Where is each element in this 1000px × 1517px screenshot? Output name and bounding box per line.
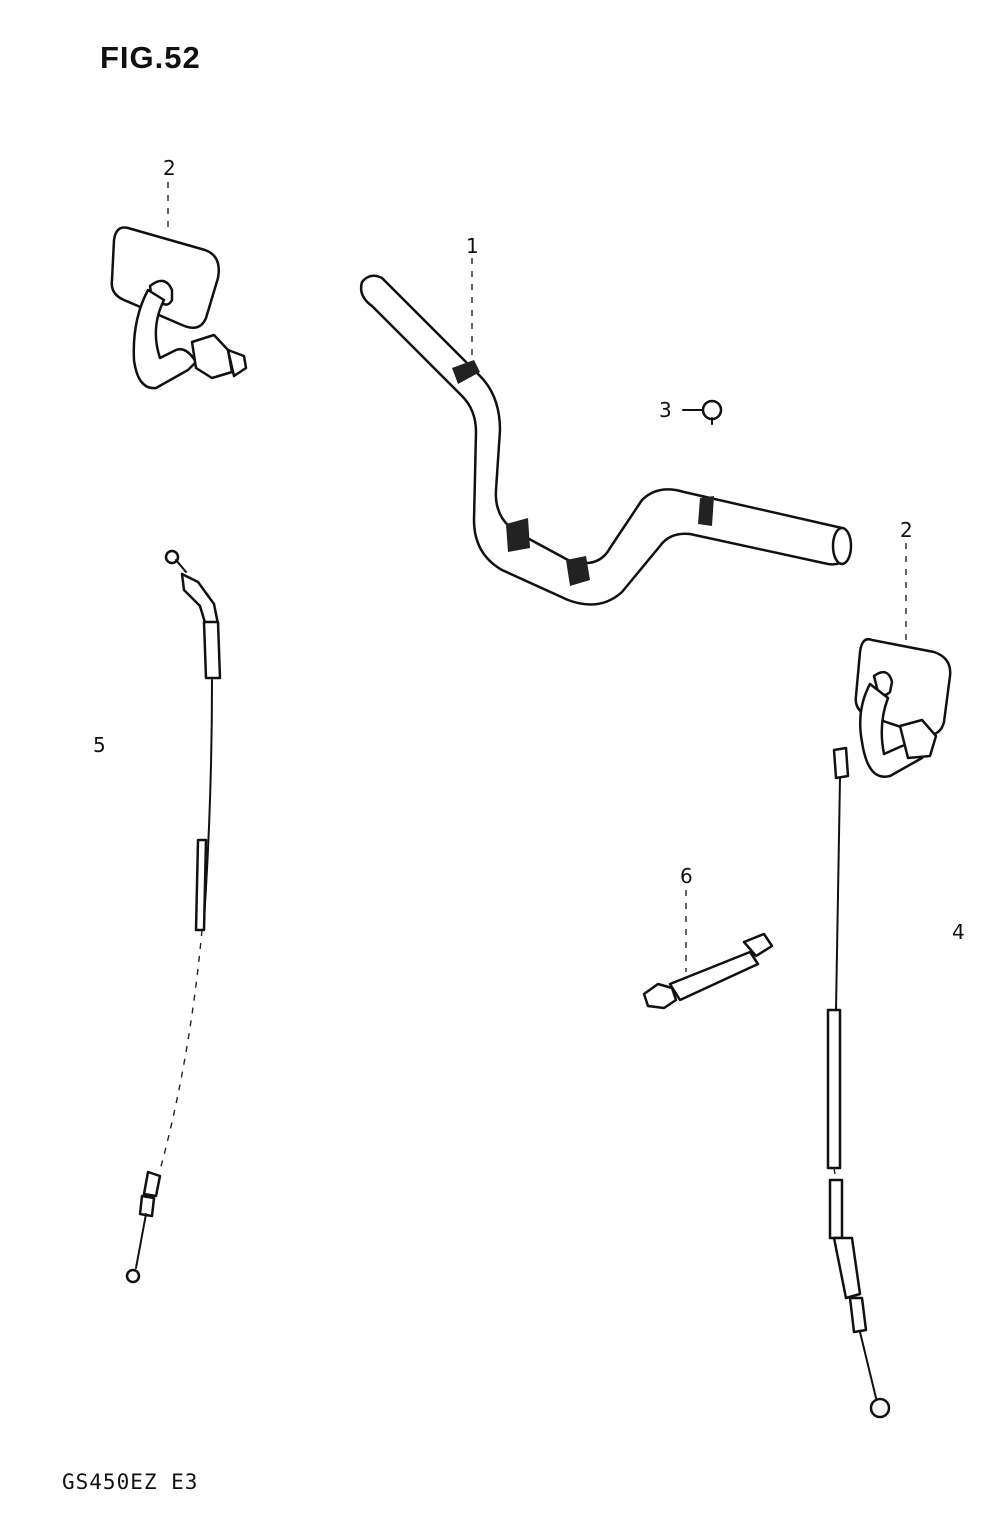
- cable-right: [826, 746, 891, 1419]
- bolt: [701, 399, 723, 425]
- leader-lines: [167, 182, 907, 972]
- mirror-left: [110, 226, 248, 390]
- callout-cable-right: 4: [952, 920, 965, 944]
- figure-title: FIG.52: [100, 40, 201, 75]
- callout-grip-switch: 6: [680, 864, 693, 888]
- callout-mirror-right: 2: [900, 518, 913, 542]
- handlebar: [359, 274, 853, 606]
- grip-switch: [642, 932, 774, 1010]
- callout-mirror-left: 2: [163, 156, 176, 180]
- callout-handlebar: 1: [466, 234, 479, 258]
- model-code: GS450EZ E3: [62, 1470, 199, 1494]
- cable-left: [125, 549, 222, 1284]
- callout-bolt: 3: [659, 398, 672, 422]
- callout-cable-left: 5: [93, 733, 106, 757]
- mirror-right: [854, 638, 952, 779]
